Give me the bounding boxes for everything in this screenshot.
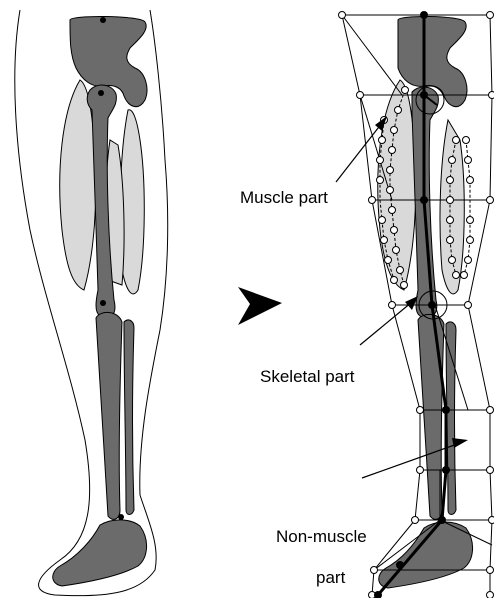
non-muscle-pointer-head [452,438,468,448]
skeletal-part-label: Skeletal part [260,367,355,386]
left-tibia [96,312,122,519]
left-joint-ankle [118,514,124,520]
non-muscle-label-line2: part [316,568,346,587]
left-fibula [124,320,134,515]
left-joint-knee [100,300,106,306]
right-leg-model [339,11,494,598]
muscle-part-label: Muscle part [240,188,328,207]
left-joint-hip [98,90,104,96]
left-leg [15,10,168,596]
left-foot [53,520,147,586]
right-muscle-back [440,120,464,294]
skeletal-pointer-line [360,302,412,345]
transform-arrow [238,287,282,325]
left-muscle-front [60,80,96,290]
left-joint-hip-top [100,17,106,23]
muscle-pointer-line [336,123,382,182]
non-muscle-label-line1: Non-muscle [276,527,367,546]
